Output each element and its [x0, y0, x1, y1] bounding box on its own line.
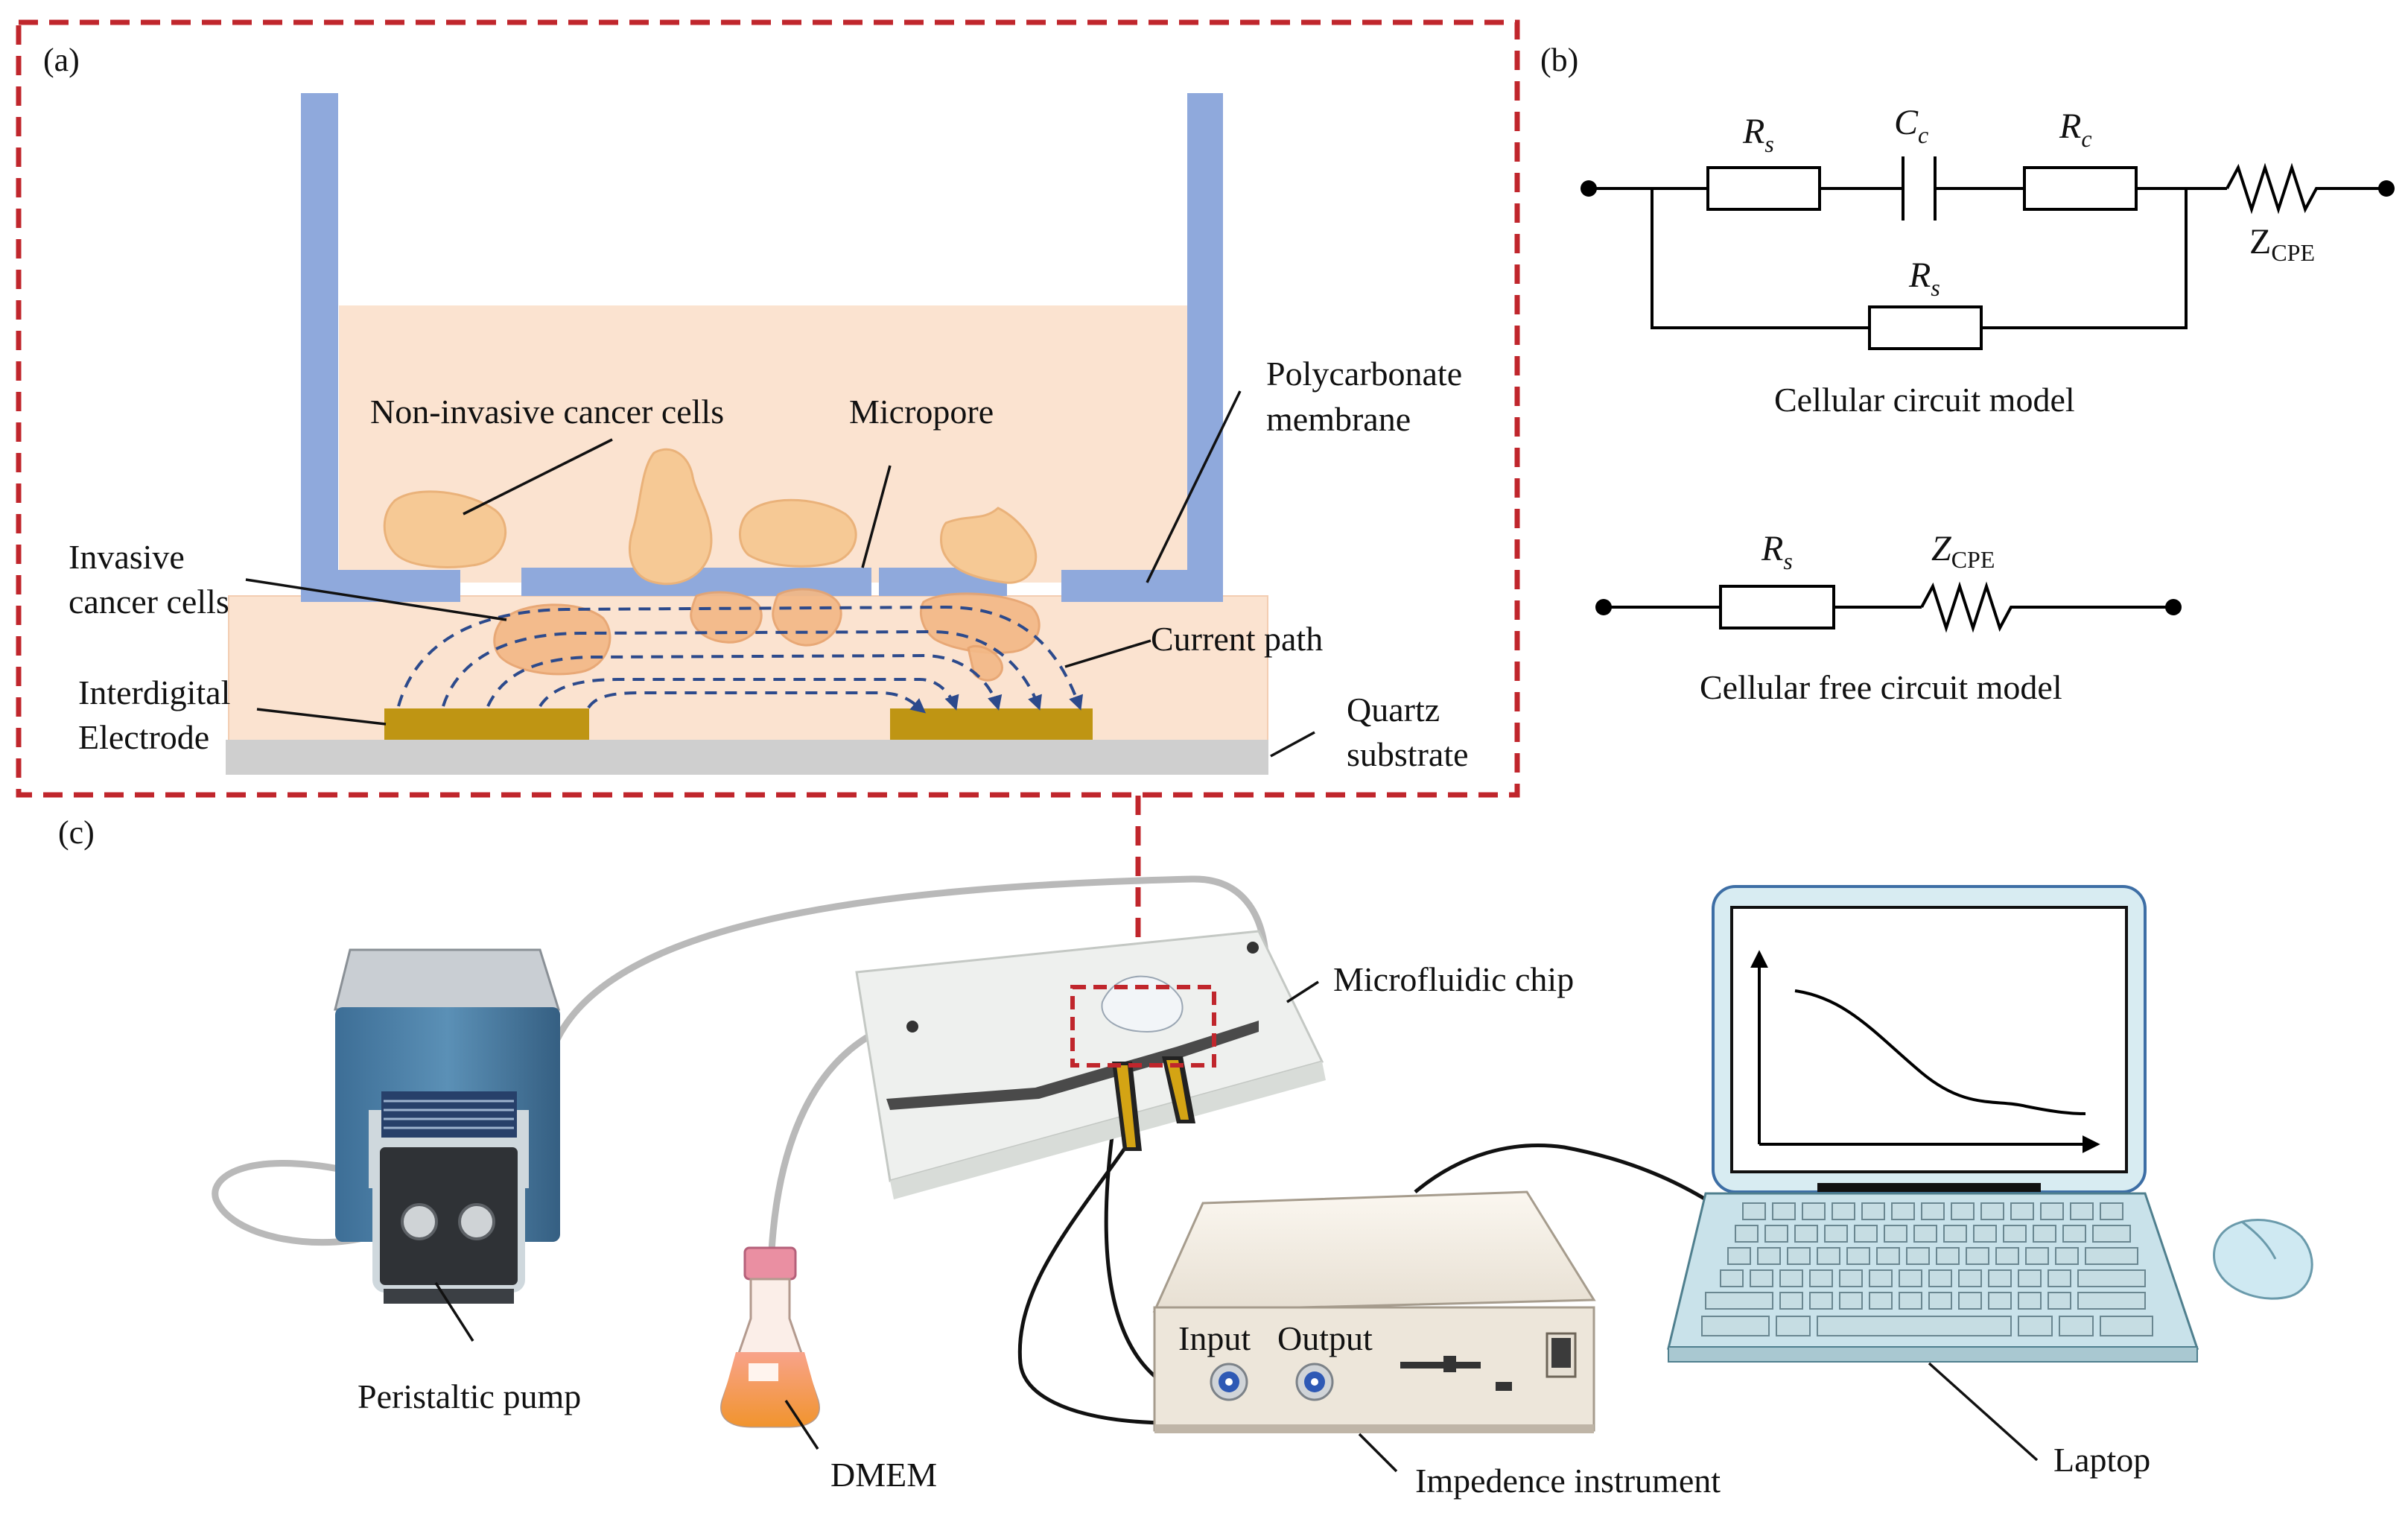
peristaltic-pump: [334, 948, 561, 1304]
label-electrode-line2: Electrode: [78, 718, 209, 756]
label-output: Output: [1277, 1319, 1373, 1357]
quartz-substrate: [226, 740, 1268, 775]
free-zcpe-label: ZCPE: [1931, 529, 1995, 573]
panel-c: (c) Peri: [58, 796, 2313, 1500]
panel-b-tag: (b): [1540, 42, 1578, 78]
label-invasive-line2: cancer cells: [69, 583, 229, 621]
label-impedance-instrument: Impedence instrument: [1415, 1462, 1721, 1500]
zcpe-element: [2226, 162, 2386, 215]
free-circuit-caption: Cellular free circuit model: [1700, 668, 2062, 706]
label-quartz-line2: substrate: [1347, 735, 1469, 773]
label-laptop: Laptop: [2053, 1441, 2150, 1479]
cellular-cc-label: Cc: [1894, 103, 1928, 148]
impedance-instrument: [1152, 1190, 1596, 1433]
label-polycarbonate-line2: membrane: [1266, 400, 1411, 438]
impedance-curve: [1794, 989, 2086, 1115]
microfluidic-chip: [855, 930, 1326, 1199]
keyboard-keys: [1701, 1202, 2153, 1336]
label-micropore: Micropore: [849, 393, 994, 431]
dmem-flask: [720, 1246, 820, 1428]
label-electrode-line1: Interdigital: [78, 673, 230, 711]
laptop: [1667, 885, 2313, 1363]
label-current-path: Current path: [1151, 620, 1323, 658]
non-invasive-cells: [383, 448, 1038, 586]
resistor-rc: [2023, 166, 2138, 211]
label-invasive-line1: Invasive: [69, 538, 185, 576]
panel-a-dashed-frame: [16, 19, 1520, 798]
zcpe-element-free: [1920, 581, 2173, 633]
cellular-circuit-caption: Cellular circuit model: [1774, 381, 2075, 419]
label-dmem: DMEM: [830, 1456, 937, 1494]
free-rs-label: Rs: [1761, 529, 1793, 574]
label-peristaltic-pump: Peristaltic pump: [358, 1377, 581, 1415]
label-microfluidic-chip: Microfluidic chip: [1333, 960, 1574, 998]
resistor-rs-free: [1719, 585, 1835, 629]
current-paths: [397, 605, 1084, 714]
cellular-zcpe-label: ZCPE: [2249, 222, 2315, 266]
tubing: [212, 875, 1270, 1270]
resistor-rs-top: [1706, 166, 1821, 211]
cellular-rs-top-label: Rs: [1742, 112, 1774, 157]
panel-a-leader-lines: [245, 390, 1315, 758]
cellular-circuit: [1581, 156, 2395, 350]
resistor-rs-bottom: [1868, 305, 1983, 350]
panel-b: (b) Rs Cc Rc ZCPE Rs Cellular circuit mo…: [1540, 42, 2395, 706]
panel-a: (a): [16, 19, 1520, 798]
label-quartz-line1: Quartz: [1347, 691, 1440, 729]
cellular-rs-bottom-label: Rs: [1908, 256, 1940, 301]
label-polycarbonate-line1: Polycarbonate: [1266, 355, 1462, 393]
label-non-invasive-cells: Non-invasive cancer cells: [370, 393, 724, 431]
panel-a-tag: (a): [43, 42, 80, 78]
chamber-wall: [301, 93, 1223, 602]
electrode-left: [384, 708, 589, 740]
electrode-right: [890, 708, 1093, 740]
label-input: Input: [1178, 1319, 1251, 1357]
mouse: [2213, 1219, 2313, 1300]
cellular-free-circuit: [1595, 581, 2182, 633]
panel-c-tag: (c): [58, 814, 95, 851]
cellular-rc-label: Rc: [2059, 107, 2092, 152]
